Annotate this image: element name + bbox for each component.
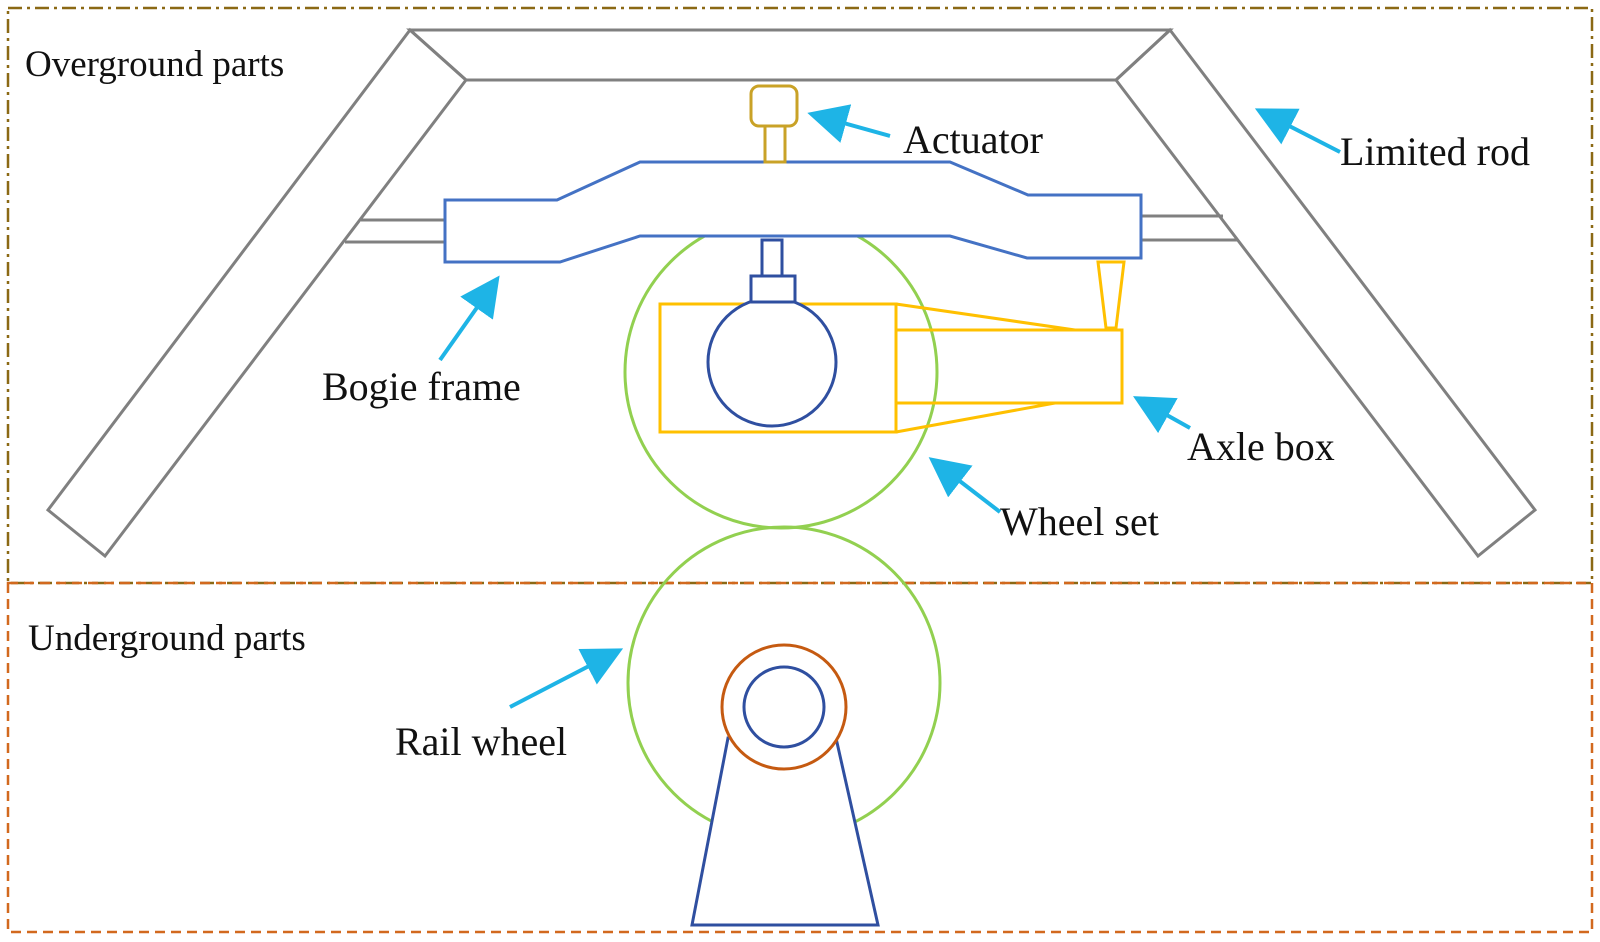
- bogie-frame-arrow: [438, 275, 500, 362]
- underground-zone-border: [6, 581, 1594, 934]
- axle-box-arm: [894, 328, 1124, 405]
- limited-rod-left-leg: [45, 27, 469, 559]
- actuator-body: [749, 84, 799, 164]
- stud-shaft: [760, 238, 784, 278]
- stud-base: [749, 274, 797, 304]
- axle-box-arrow: [1133, 396, 1191, 434]
- limited-rod-label: Limited rod: [1340, 129, 1530, 174]
- wheel-set-arrow: [928, 457, 1002, 514]
- rail-wheel-hub-outer: [720, 643, 848, 771]
- callout-arrows: [438, 104, 1341, 709]
- limited-rod-frame: [45, 27, 1538, 559]
- axle-box-link: [1096, 260, 1126, 330]
- rail-wheel-arrow: [509, 648, 624, 709]
- axle-box-brace-bottom: [895, 401, 1056, 434]
- actuator-arrow: [807, 104, 891, 143]
- bogie-frame: [443, 160, 1143, 264]
- actuator-cylinder: [749, 84, 799, 128]
- actuator-label: Actuator: [903, 117, 1043, 162]
- wheel-set-label: Wheel set: [1000, 499, 1159, 544]
- underground-parts-label: Underground parts: [28, 618, 306, 659]
- limited-rod-arrow: [1254, 108, 1341, 154]
- overground-zone-border: [6, 6, 1594, 585]
- axle-box-label: Axle box: [1187, 424, 1335, 469]
- rail-wheel-label: Rail wheel: [395, 719, 567, 764]
- actuator-rod: [763, 122, 787, 164]
- limited-rod-top-beam: [406, 28, 1174, 82]
- axle-circle: [706, 296, 838, 428]
- rail-wheel-hub-inner: [742, 665, 826, 749]
- axle-box: [658, 260, 1126, 434]
- bogie-suspension-stud: [749, 238, 797, 304]
- axle-box-brace-top: [895, 302, 1076, 332]
- overground-parts-label: Overground parts: [25, 44, 284, 85]
- bogie-frame-label: Bogie frame: [322, 364, 521, 409]
- limited-rod-right-leg: [1113, 27, 1538, 559]
